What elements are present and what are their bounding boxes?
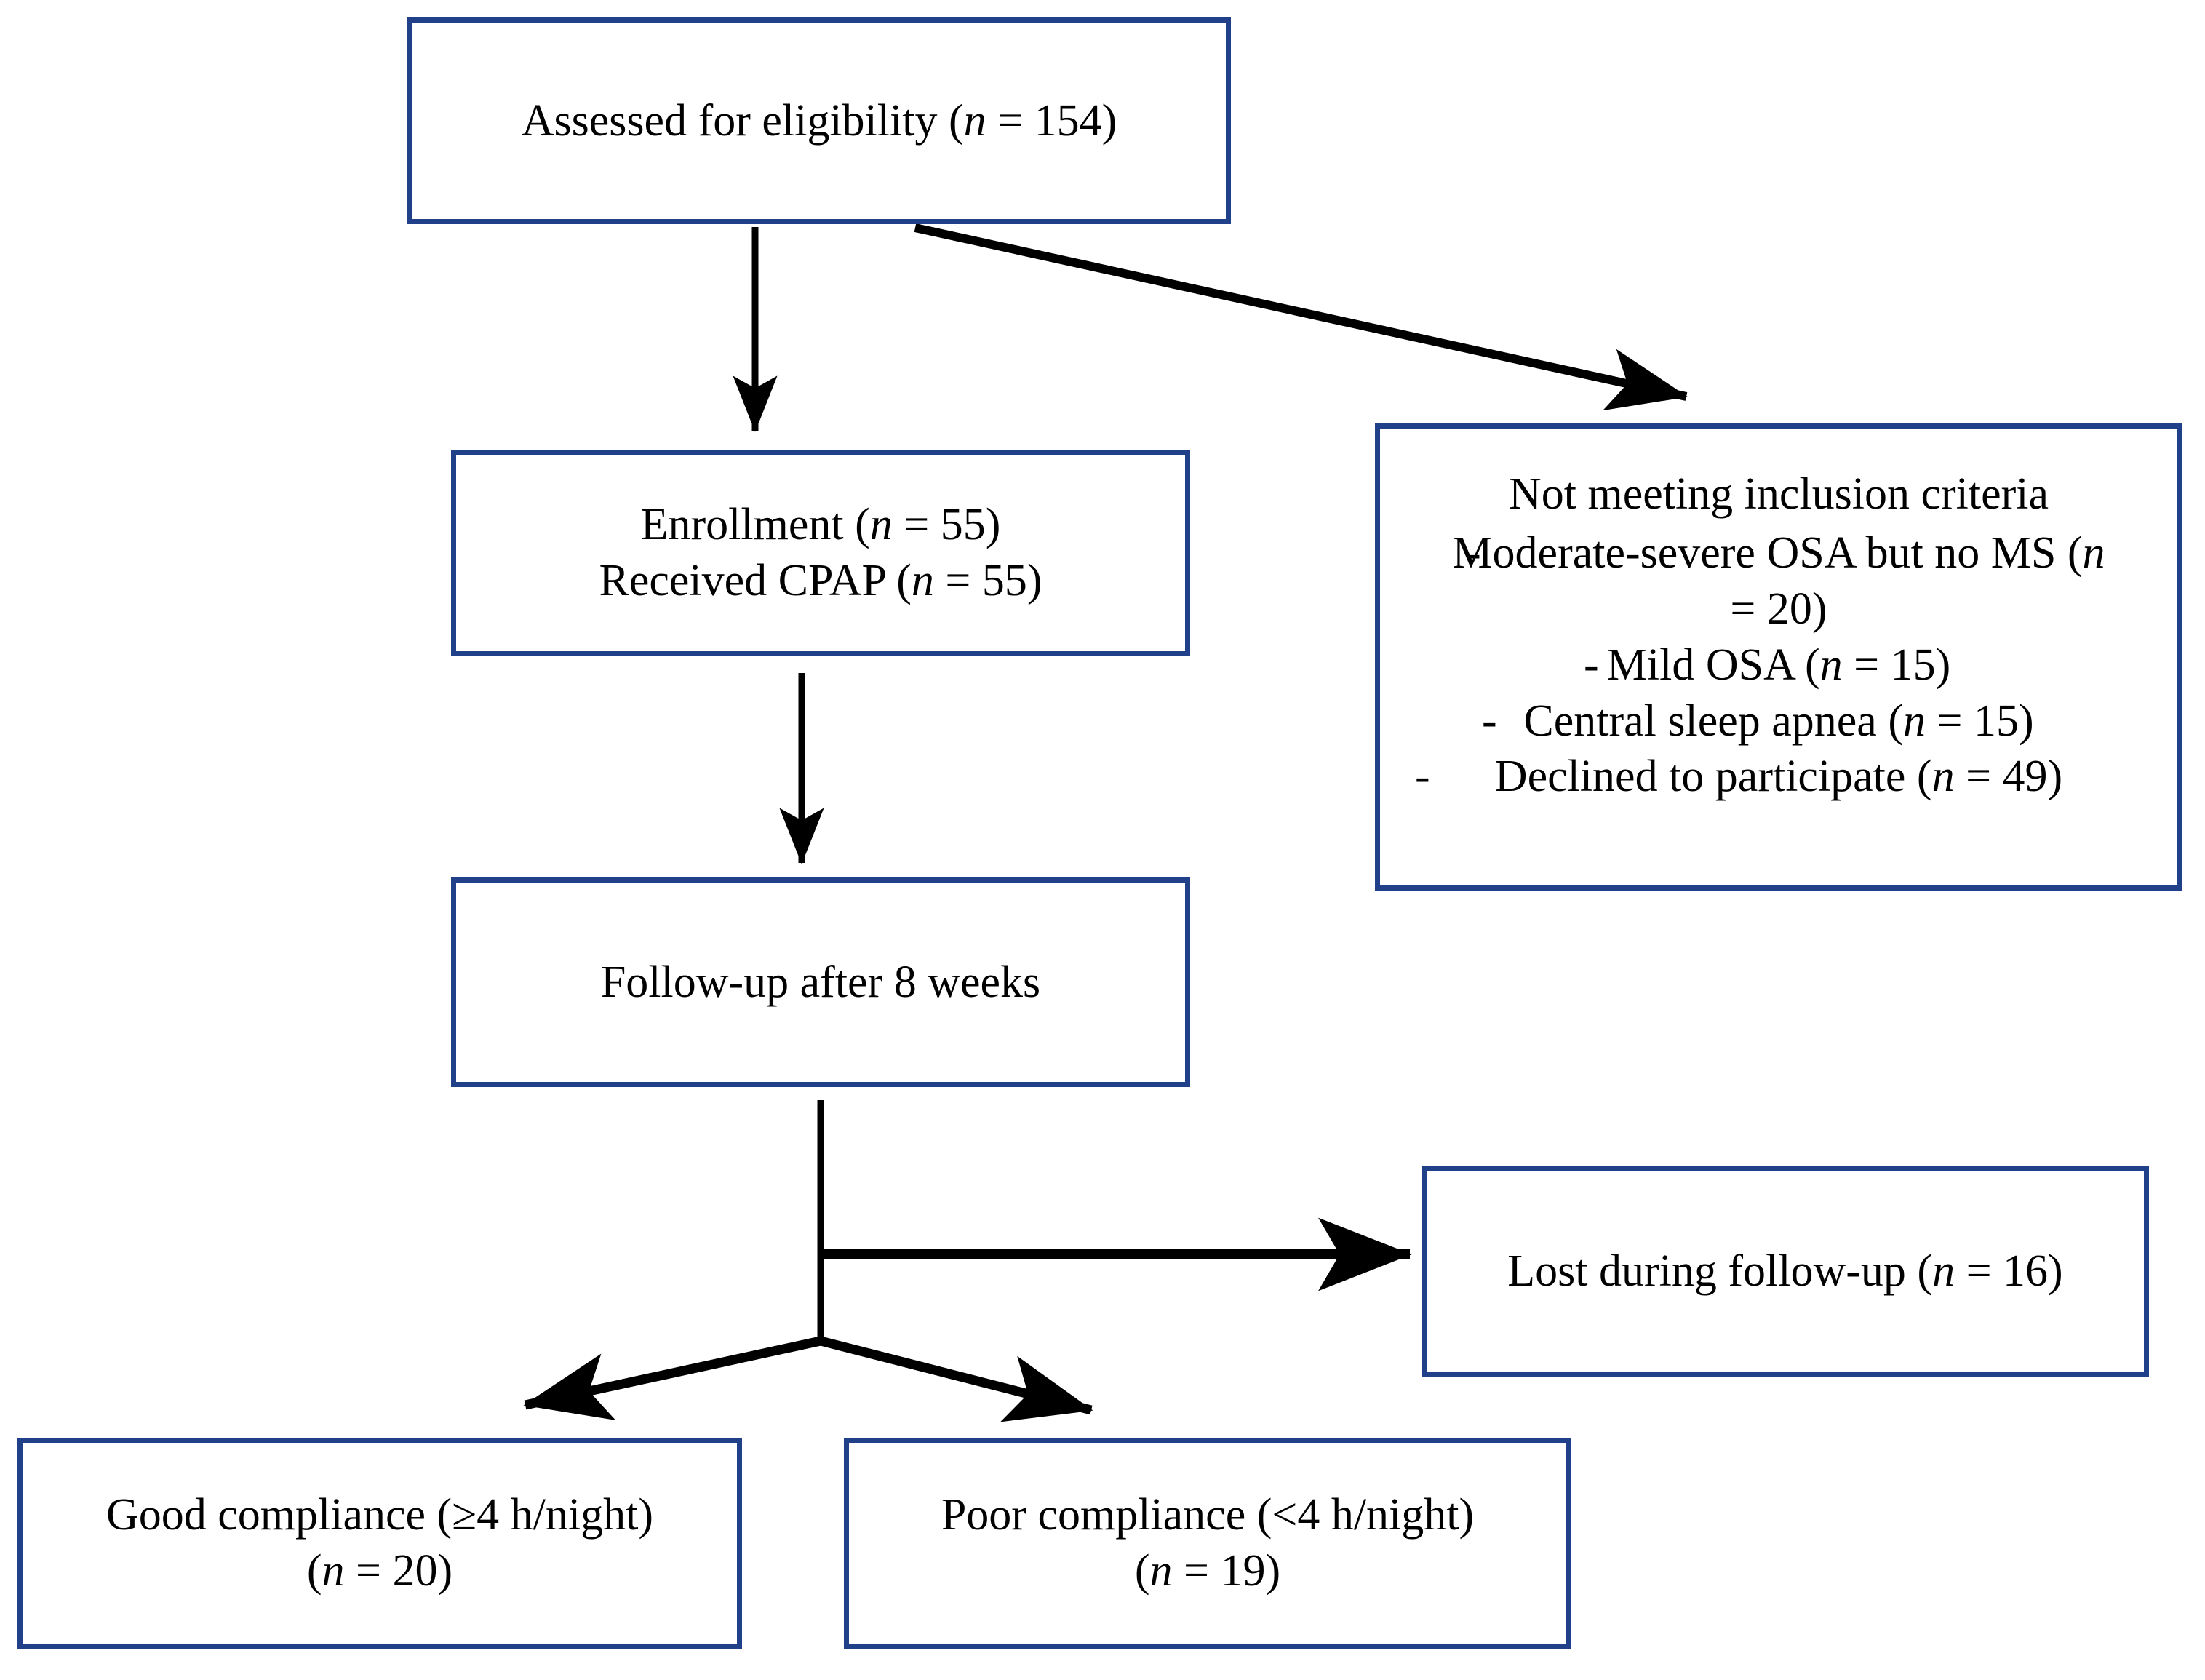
exclusion-bullet-text: Mild OSA (n = 15) — [1606, 640, 1951, 690]
edge-followup-to-good — [523, 1336, 822, 1420]
exclusion-bullet-row: - Declined to participate (n = 49) — [1380, 749, 2177, 805]
good-line-2: (n = 20) — [306, 1546, 453, 1596]
follow-up-box[interactable]: Follow-up after 8 weeks — [451, 877, 1190, 1087]
good-line-1: Good compliance (≥4 h/night) — [105, 1490, 654, 1540]
followup-line-1: Follow-up after 8 weeks — [600, 957, 1041, 1007]
bullet-dash-icon: - — [1584, 640, 1599, 690]
enrollment-line-1: Enrollment (n = 55) — [640, 500, 1001, 550]
exclusion-bullet-row: - Moderate-severe OSA but no MS (n = 20) — [1380, 525, 2177, 637]
lost-during-follow-up-box[interactable]: Lost during follow-up (n = 16) — [1422, 1166, 2149, 1377]
exclusion-bullet-text: Declined to participate (n = 49) — [1494, 752, 2063, 802]
poor-compliance-box[interactable]: Poor compliance (<4 h/night) (n = 19) — [844, 1438, 1571, 1649]
exclusion-bullet-row: - Central sleep apnea (n = 15) — [1380, 693, 2177, 749]
bullet-dash-icon: - — [1415, 752, 1430, 802]
exclusion-bullet-row: - Mild OSA (n = 15) — [1380, 637, 2177, 693]
exclusion-heading: Not meeting inclusion criteria — [1508, 469, 2049, 519]
exclusion-bullet-text: Moderate-severe OSA but no MS (n = 20) — [1452, 528, 2105, 634]
assessed-line-1: Assessed for eligibility (n = 154) — [521, 95, 1117, 146]
poor-line-2: (n = 19) — [1134, 1546, 1281, 1596]
good-compliance-box[interactable]: Good compliance (≥4 h/night) (n = 20) — [17, 1438, 742, 1649]
bullet-dash-icon: - — [1482, 696, 1497, 746]
enrollment-line-2: Received CPAP (n = 55) — [599, 556, 1042, 605]
exclusion-bullet-text: Central sleep apnea (n = 15) — [1523, 696, 2034, 746]
not-meeting-inclusion-criteria-box[interactable]: Not meeting inclusion criteria - Moderat… — [1375, 423, 2182, 891]
edge-assessed-to-excluded — [914, 223, 1688, 411]
assessed-for-eligibility-box[interactable]: Assessed for eligibility (n = 154) — [407, 17, 1231, 224]
edge-followup-to-poor — [819, 1336, 1093, 1422]
enrollment-box[interactable]: Enrollment (n = 55) Received CPAP (n = 5… — [451, 450, 1190, 656]
lost-line-1: Lost during follow-up (n = 16) — [1507, 1246, 2063, 1296]
poor-line-1: Poor compliance (<4 h/night) — [941, 1490, 1475, 1540]
bullet-dash-icon: - — [1466, 528, 1481, 578]
